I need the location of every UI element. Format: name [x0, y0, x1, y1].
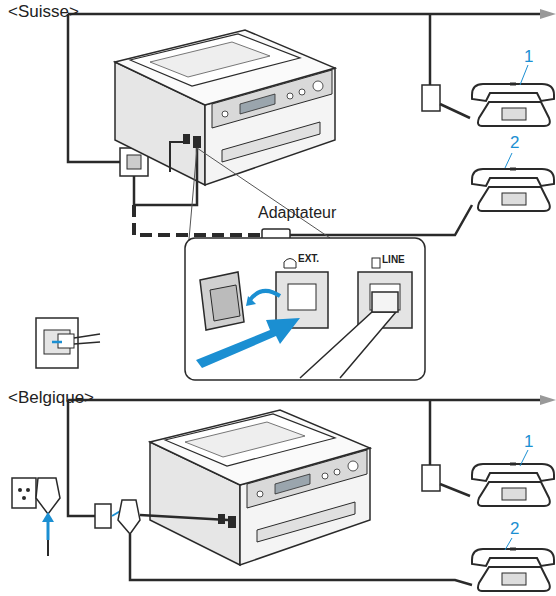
printer-line-cable — [140, 515, 228, 520]
plug-in-arrow — [47, 520, 50, 540]
wall-jack — [422, 85, 440, 111]
power-cable — [170, 142, 185, 172]
network-line — [429, 400, 432, 465]
phone-cable — [130, 534, 472, 585]
insert-arrow — [52, 341, 62, 344]
network-line — [68, 400, 95, 516]
leader-line — [520, 65, 528, 85]
network-line — [68, 399, 540, 402]
outlet-hole — [22, 496, 26, 500]
phone-cable — [440, 104, 470, 118]
insert-arrow — [196, 318, 300, 368]
leader-line — [505, 153, 512, 168]
callout-number: 2 — [510, 520, 519, 539]
leader-line — [520, 450, 528, 466]
country-heading: <Belgique> — [8, 389, 94, 408]
leader-line — [505, 538, 512, 550]
tt-plug — [118, 500, 140, 534]
phone-icon — [284, 259, 296, 269]
line-icon — [372, 258, 380, 268]
outlet-hole — [26, 488, 30, 492]
phone-cable — [440, 484, 470, 496]
network-line — [68, 14, 120, 162]
port-cover — [200, 272, 244, 330]
plug-cable — [47, 540, 49, 556]
port-label: EXT. — [298, 253, 319, 264]
callout-number: 2 — [510, 134, 519, 153]
outlet-hole — [18, 488, 22, 492]
wall-socket — [95, 504, 111, 528]
telephone — [472, 84, 554, 126]
telephone — [472, 169, 554, 211]
printer-placement — [150, 410, 370, 565]
remove-arrow-head — [246, 296, 256, 306]
line-arrow — [540, 395, 556, 405]
printer — [150, 410, 370, 565]
tt-plug — [36, 478, 60, 514]
socket-wires — [74, 334, 100, 344]
callout-number: 1 — [524, 48, 533, 67]
plug-in-arrow-head — [42, 512, 54, 522]
line-arrow — [540, 9, 556, 19]
rj11-plug — [372, 292, 398, 312]
telephone — [472, 464, 554, 506]
wall-outlet — [12, 478, 36, 508]
port-label: LINE — [382, 254, 405, 265]
printer — [115, 30, 335, 185]
network-line — [68, 13, 540, 16]
zoom-inset — [185, 238, 425, 380]
printer-line-cable — [134, 148, 197, 205]
callout-number: 1 — [524, 433, 533, 452]
network-line — [429, 14, 432, 85]
port-opening — [288, 284, 316, 310]
dashed-cable — [134, 205, 262, 235]
telephone — [472, 549, 554, 591]
wall-socket-detail — [36, 318, 78, 368]
line-cable — [300, 312, 396, 378]
part-label: Adaptateur — [258, 204, 336, 222]
port-cover-detail — [210, 285, 240, 321]
remove-arrow — [250, 291, 280, 300]
socket-opening — [127, 155, 141, 169]
wall-jack — [422, 465, 440, 491]
country-heading: <Suisse> — [8, 3, 79, 22]
